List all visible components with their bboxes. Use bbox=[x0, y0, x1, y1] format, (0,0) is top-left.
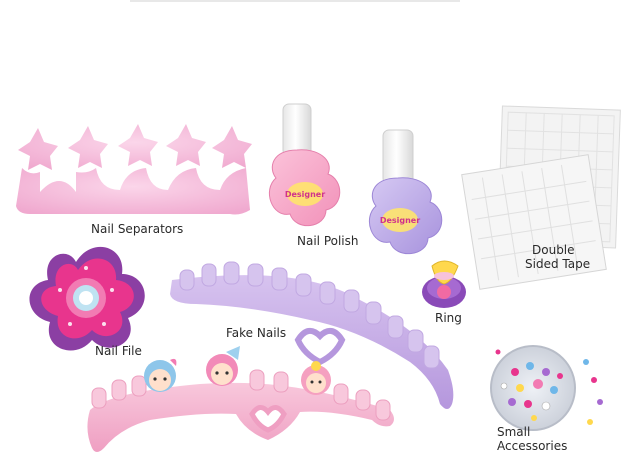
nail-separator-foam bbox=[16, 124, 252, 215]
small-accessories-dish bbox=[490, 345, 603, 431]
label-small-accessories: Small Accessories bbox=[497, 425, 597, 453]
nail-file-flower bbox=[29, 246, 145, 351]
label-double-sided-tape-line1: Double bbox=[532, 243, 575, 257]
double-sided-tape-sheets bbox=[461, 105, 621, 290]
lavender-bottle-badge: Designer bbox=[380, 216, 420, 225]
fake-nails-pink-set bbox=[87, 346, 394, 452]
character-charm-blue bbox=[144, 358, 177, 392]
label-small-accessories-line2: Accessories bbox=[497, 439, 568, 453]
label-double-sided-tape-line2: Sided Tape bbox=[525, 257, 591, 271]
label-nail-separators: Nail Separators bbox=[91, 222, 184, 236]
label-double-sided-tape: Double Sided Tape bbox=[525, 243, 615, 271]
pink-bottle-badge: Designer bbox=[285, 190, 325, 199]
character-charm-pink bbox=[206, 346, 240, 386]
label-fake-nails: Fake Nails bbox=[226, 326, 287, 340]
nail-polish-lavender-bottle: Designer bbox=[368, 129, 443, 255]
nail-polish-pink-bottle: Designer bbox=[268, 103, 341, 227]
label-nail-file: Nail File bbox=[95, 344, 142, 358]
ring-accessory bbox=[422, 260, 466, 308]
fake-nails-lilac-set bbox=[170, 261, 454, 409]
rhinestones bbox=[500, 362, 563, 421]
label-nail-polish: Nail Polish bbox=[297, 234, 359, 248]
character-charm-yellow bbox=[301, 361, 331, 395]
label-small-accessories-line1: Small bbox=[497, 425, 531, 439]
loose-gems bbox=[495, 349, 603, 425]
label-ring: Ring bbox=[435, 311, 462, 325]
